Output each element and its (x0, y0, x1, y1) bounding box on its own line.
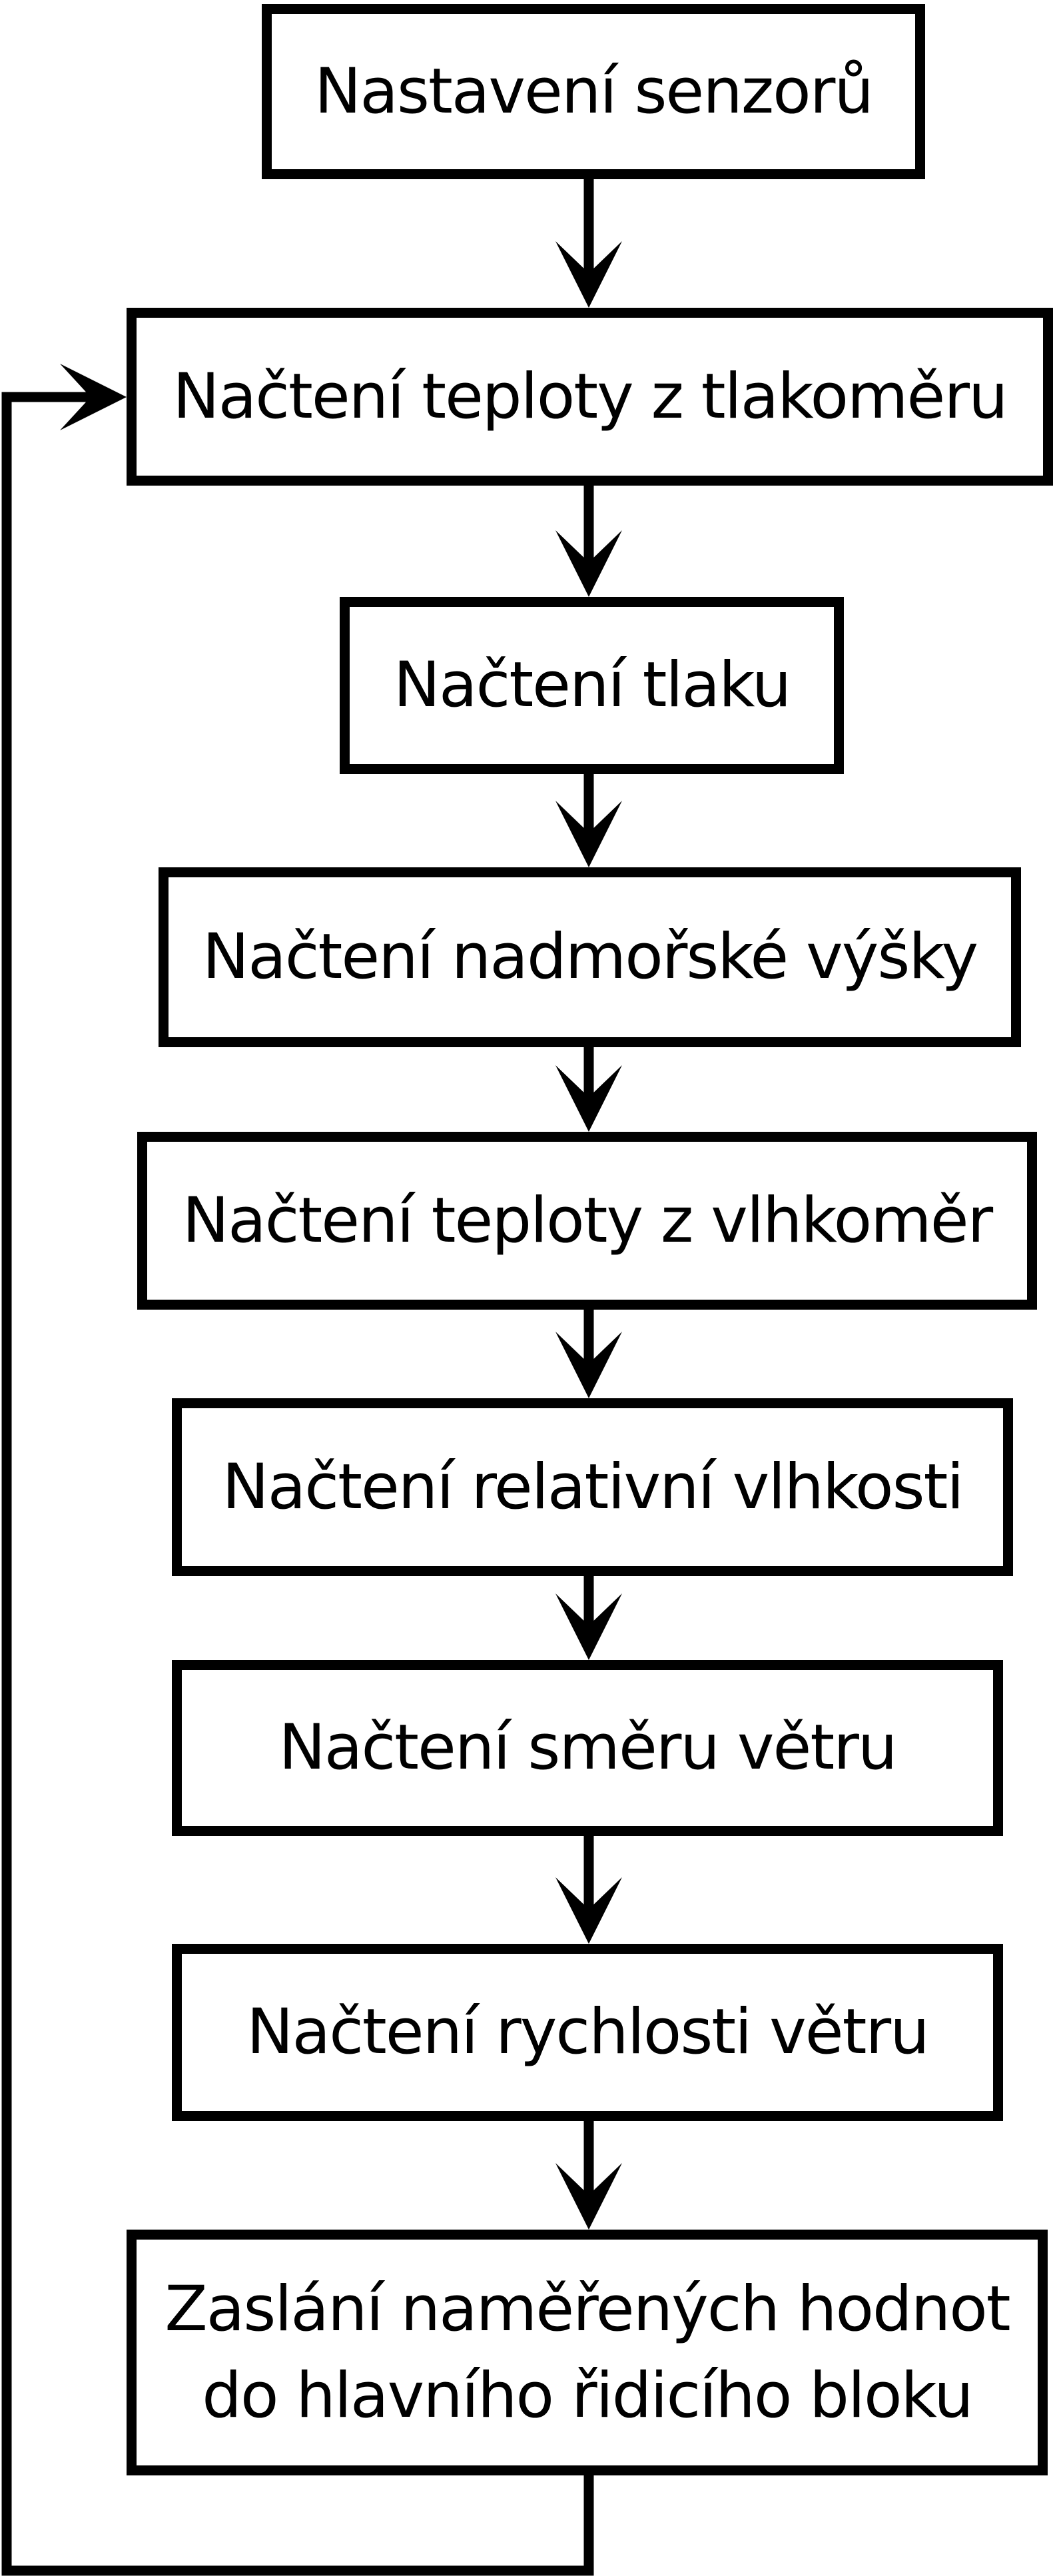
arrowhead-n2-n3 (555, 530, 622, 597)
flow-node-nacteni-teploty-z-tlakomeru: Načtení teploty z tlakoměru (127, 308, 1053, 486)
flow-node-label: Načtení směru větru (278, 1711, 898, 1785)
flow-node-label: Načtení relativní vlhkosti (222, 1450, 964, 1523)
flow-node-nacteni-teploty-z-vlhkomer: Načtení teploty z vlhkoměr (137, 1132, 1037, 1310)
arrowhead-n7-n8 (555, 1877, 622, 1944)
flow-node-label: Nastavení senzorů (314, 55, 874, 128)
flow-node-nastaveni-senzoru: Nastavení senzorů (262, 4, 925, 179)
flow-node-nacteni-rychlosti-vetru: Načtení rychlosti větru (172, 1944, 1003, 2121)
arrowhead-n5-n6 (555, 1332, 622, 1398)
flow-node-label: Načtení tlaku (393, 649, 792, 722)
flow-node-nacteni-nadmorske-vysky: Načtení nadmořské výšky (159, 867, 1021, 1047)
flow-node-nacteni-relativni-vlhkosti: Načtení relativní vlhkosti (172, 1398, 1013, 1576)
arrowhead-n6-n7 (555, 1593, 622, 1660)
flow-node-zaslani-namerenych-hodnot: Zaslání naměřených hodnot do hlavního ři… (127, 2230, 1048, 2475)
arrowhead-n3-n4 (555, 801, 622, 867)
flow-node-label: Načtení nadmořské výšky (202, 921, 978, 994)
flow-node-label: Zaslání naměřených hodnot do hlavního ři… (165, 2272, 1010, 2432)
flow-node-label: Načtení rychlosti větru (246, 1996, 929, 2069)
flow-node-nacteni-smeru-vetru: Načtení směru větru (172, 1660, 1003, 1836)
arrowhead-n4-n5 (555, 1065, 622, 1132)
flow-node-label: Načtení teploty z vlhkoměr (182, 1184, 993, 1257)
flow-node-label: Načtení teploty z tlakoměru (173, 360, 1008, 433)
feedback-arrowhead-n9-n2 (60, 364, 127, 430)
arrowhead-n8-n9 (555, 2163, 622, 2230)
flow-node-nacteni-tlaku: Načtení tlaku (340, 597, 844, 774)
feedback-edge-n9-n2 (1, 392, 594, 2576)
arrowhead-n1-n2 (555, 241, 622, 308)
